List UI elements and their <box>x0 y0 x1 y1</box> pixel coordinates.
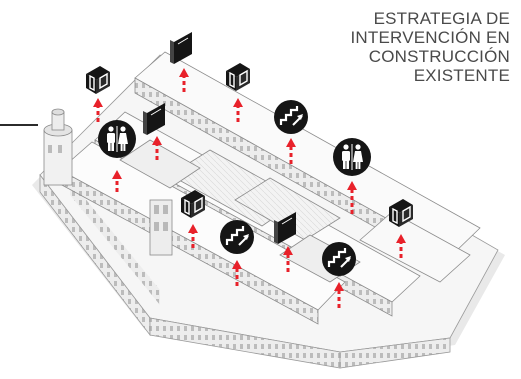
stairs-icon-1 <box>274 100 308 134</box>
arrow-12 <box>396 234 406 258</box>
arrow-1 <box>93 98 103 122</box>
arrow-8 <box>188 224 198 248</box>
door-icon-2 <box>226 63 250 91</box>
arrow-3 <box>233 98 243 122</box>
arrow-7 <box>347 181 357 214</box>
diagram-title: ESTRATEGIA DE INTERVENCIÓN EN CONSTRUCCI… <box>270 9 510 85</box>
corner-tower <box>43 108 173 256</box>
toilet-icon-1 <box>98 120 136 158</box>
door-icon-4 <box>389 199 413 227</box>
title-line-1: ESTRATEGIA DE <box>373 9 510 28</box>
arrow-4 <box>112 170 122 192</box>
arrow-5 <box>152 136 162 160</box>
arrow-9 <box>232 260 242 286</box>
arrow-11 <box>334 282 344 308</box>
arrow-10 <box>283 246 293 272</box>
stairs-icon-2 <box>220 220 254 254</box>
arrow-6 <box>286 138 296 164</box>
panel-icon-2 <box>143 103 165 135</box>
door-icon-1 <box>86 66 110 94</box>
toilet-icon-2 <box>333 138 371 176</box>
title-line-3: CONSTRUCCIÓN <box>368 47 510 66</box>
title-line-4: EXISTENTE <box>413 66 510 85</box>
door-icon-3 <box>181 190 205 218</box>
intervention-arrows <box>93 68 406 308</box>
stairs-icon-3 <box>322 242 356 276</box>
title-line-2: INTERVENCIÓN EN <box>350 28 510 47</box>
panel-icon-1 <box>170 32 192 64</box>
panel-icon-3 <box>274 212 296 244</box>
arrow-2 <box>179 68 189 92</box>
intervention-icons <box>86 32 413 276</box>
title-rule <box>0 124 38 126</box>
